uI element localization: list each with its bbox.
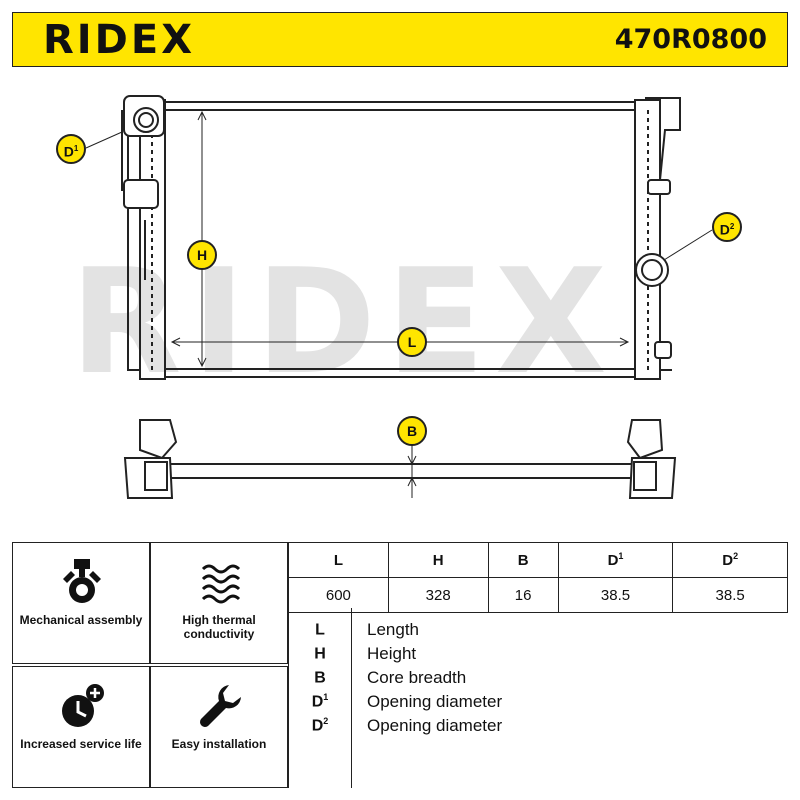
legend-row: B Core breadth [289,668,789,692]
value-d1: 38.5 [557,577,674,613]
dimensions-header-row: L H B D1 D2 [288,542,788,578]
badge-d1: D1 [56,134,86,164]
header-d1: D1 [557,542,674,578]
feature-thermal-conductivity: High thermal conductivity [150,542,288,664]
legend-code: H [314,645,326,663]
legend-row: L Length [289,620,789,644]
value-b: 16 [487,577,559,613]
wrench-icon [200,685,241,727]
legend-row: D2 Opening diameter [289,716,789,740]
dimensions-value-row: 600 328 16 38.5 38.5 [288,577,788,613]
value-h: 328 [387,577,489,613]
value-d2: 38.5 [672,577,788,613]
legend-code: D1 [311,692,329,711]
feature-service-life: Increased service life [12,666,150,788]
feature-label: Mechanical assembly [19,613,143,627]
header-bar: RIDEX 470R0800 [12,12,788,67]
feature-mechanical-assembly: Mechanical assembly [12,542,150,664]
header-d2: D2 [672,542,788,578]
legend-row: H Height [289,644,789,668]
feature-label: High thermal conductivity [182,613,256,641]
legend-text: Length [367,620,419,639]
legend-divider [351,608,352,788]
spec-section: Mechanical assembly High thermal conduct… [12,542,788,788]
legend-text: Height [367,644,417,663]
legend-row: D1 Opening diameter [289,692,789,716]
part-number: 470R0800 [614,24,767,55]
header-h: H [387,542,489,578]
feature-label: Easy installation [171,737,267,751]
header-l: L [288,542,389,578]
legend-text: Opening diameter [367,716,503,735]
clock-plus-icon [62,684,104,727]
legend-code: D2 [311,716,329,735]
mechanical-assembly-icon [63,559,101,603]
legend-code: B [314,669,326,687]
legend-text: Opening diameter [367,692,503,711]
badge-h: H [187,240,217,270]
header-b: B [487,542,559,578]
legend-text: Core breadth [367,668,467,687]
badge-b: B [397,416,427,446]
dimensions-table: L H B D1 D2 600 328 16 38.5 38.5 [288,542,788,613]
badge-l: L [397,327,427,357]
brand-logo: RIDEX [43,17,196,63]
feature-label: Increased service life [20,737,142,751]
feature-easy-installation: Easy installation [150,666,288,788]
legend-code: L [315,621,325,639]
heat-flow-icon [201,564,241,604]
radiator-drawing [85,95,713,499]
dimension-legend: L Length H Height B Core breadth D1 Open… [288,608,788,788]
technical-drawing: RIDEX [0,70,800,540]
value-l: 600 [288,577,389,613]
badge-d2: D2 [712,212,742,242]
